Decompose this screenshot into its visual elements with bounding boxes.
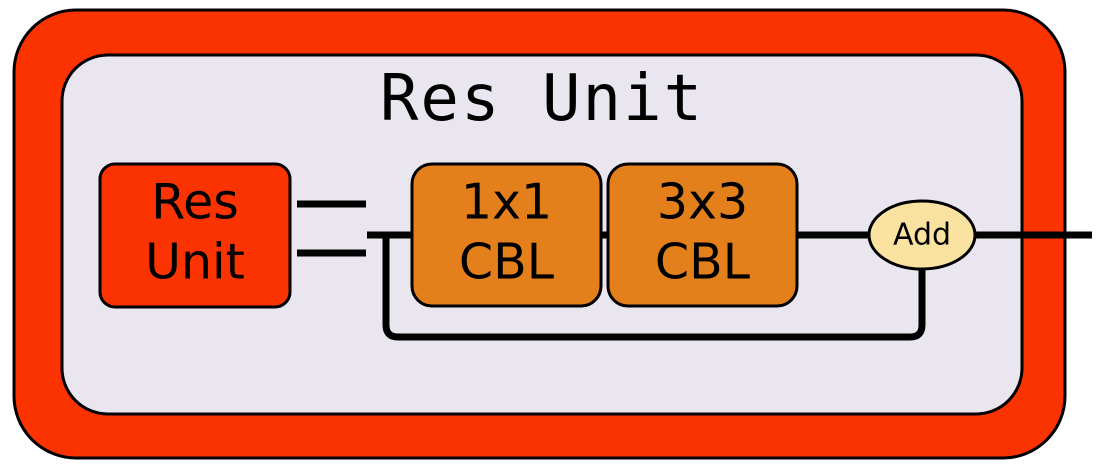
diagram-title: Res Unit: [380, 62, 704, 136]
node-conv-1x1-cbl[interactable]: 1x1 CBL: [410, 162, 603, 308]
node-res-unit-block[interactable]: Res Unit: [98, 162, 292, 309]
add-operator-shape: [867, 199, 977, 271]
conv-3x3-cbl-label-line2: CBL: [655, 234, 751, 291]
res-unit-block-shape: [98, 162, 292, 309]
res-unit-block-label-line2: Unit: [145, 234, 245, 291]
edge-group: [297, 200, 1092, 341]
res-unit-block-label-line1: Res: [151, 174, 239, 231]
edge-skip-connection: [382, 238, 926, 341]
conv-1x1-cbl-shape: [410, 162, 603, 308]
node-add-operator[interactable]: Add: [867, 199, 977, 271]
conv-1x1-cbl-label-line2: CBL: [459, 234, 555, 291]
node-conv-3x3-cbl[interactable]: 3x3 CBL: [606, 162, 799, 308]
conv-1x1-cbl-label-line1: 1x1: [461, 174, 552, 231]
add-operator-label: Add: [893, 218, 951, 253]
conv-3x3-cbl-shape: [606, 162, 799, 308]
conv-3x3-cbl-label-line1: 3x3: [657, 174, 748, 231]
